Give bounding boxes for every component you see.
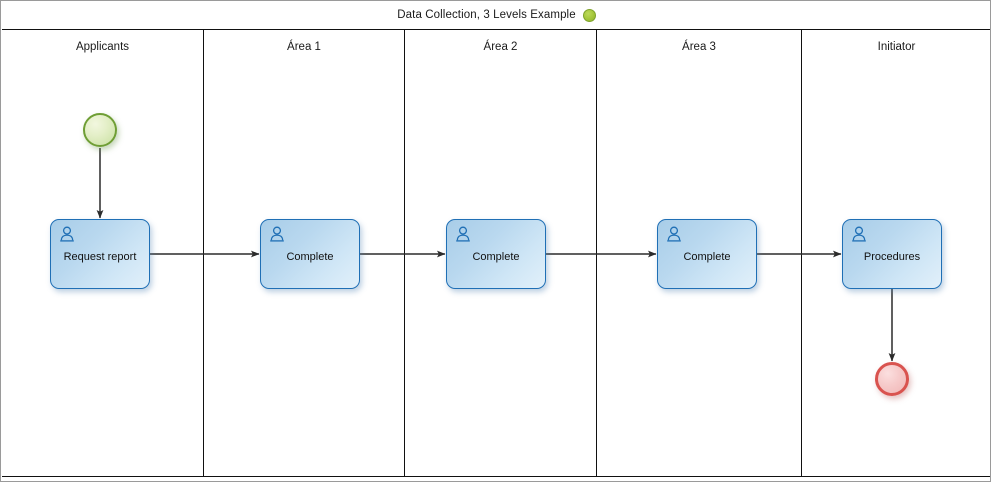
lane-label-initiator: Initiator [877, 41, 916, 53]
user-icon [270, 226, 284, 242]
task-label: Complete [683, 250, 731, 263]
task-complete-area-2[interactable]: Complete [446, 219, 546, 289]
lane-label-applicants: Applicants [75, 41, 130, 53]
pool: Applicants Área 1 Área 2 Área 3 Initiato… [2, 29, 990, 477]
user-icon [60, 226, 74, 242]
start-event[interactable] [83, 113, 117, 147]
user-icon [667, 226, 681, 242]
lane-area-3[interactable]: Área 3 [596, 30, 801, 476]
lane-initiator[interactable]: Initiator [801, 30, 990, 476]
task-complete-area-1[interactable]: Complete [260, 219, 360, 289]
lane-area-2[interactable]: Área 2 [404, 30, 596, 476]
task-label: Request report [63, 250, 137, 263]
user-icon [852, 226, 866, 242]
green-circle-icon [582, 8, 596, 22]
task-label: Complete [286, 250, 334, 263]
diagram-title-bar: Data Collection, 3 Levels Example [1, 1, 990, 29]
task-label: Complete [472, 250, 520, 263]
end-event[interactable] [875, 362, 909, 396]
lane-applicants[interactable]: Applicants [2, 30, 203, 476]
task-procedures[interactable]: Procedures [842, 219, 942, 289]
task-request-report[interactable]: Request report [50, 219, 150, 289]
task-complete-area-3[interactable]: Complete [657, 219, 757, 289]
lane-label-area-2: Área 2 [483, 41, 518, 53]
task-label: Procedures [863, 250, 921, 263]
lane-area-1[interactable]: Área 1 [203, 30, 404, 476]
lane-label-area-1: Área 1 [287, 41, 321, 53]
user-icon [456, 226, 470, 242]
diagram-title: Data Collection, 3 Levels Example [397, 9, 576, 21]
lane-label-area-3: Área 3 [682, 41, 716, 53]
